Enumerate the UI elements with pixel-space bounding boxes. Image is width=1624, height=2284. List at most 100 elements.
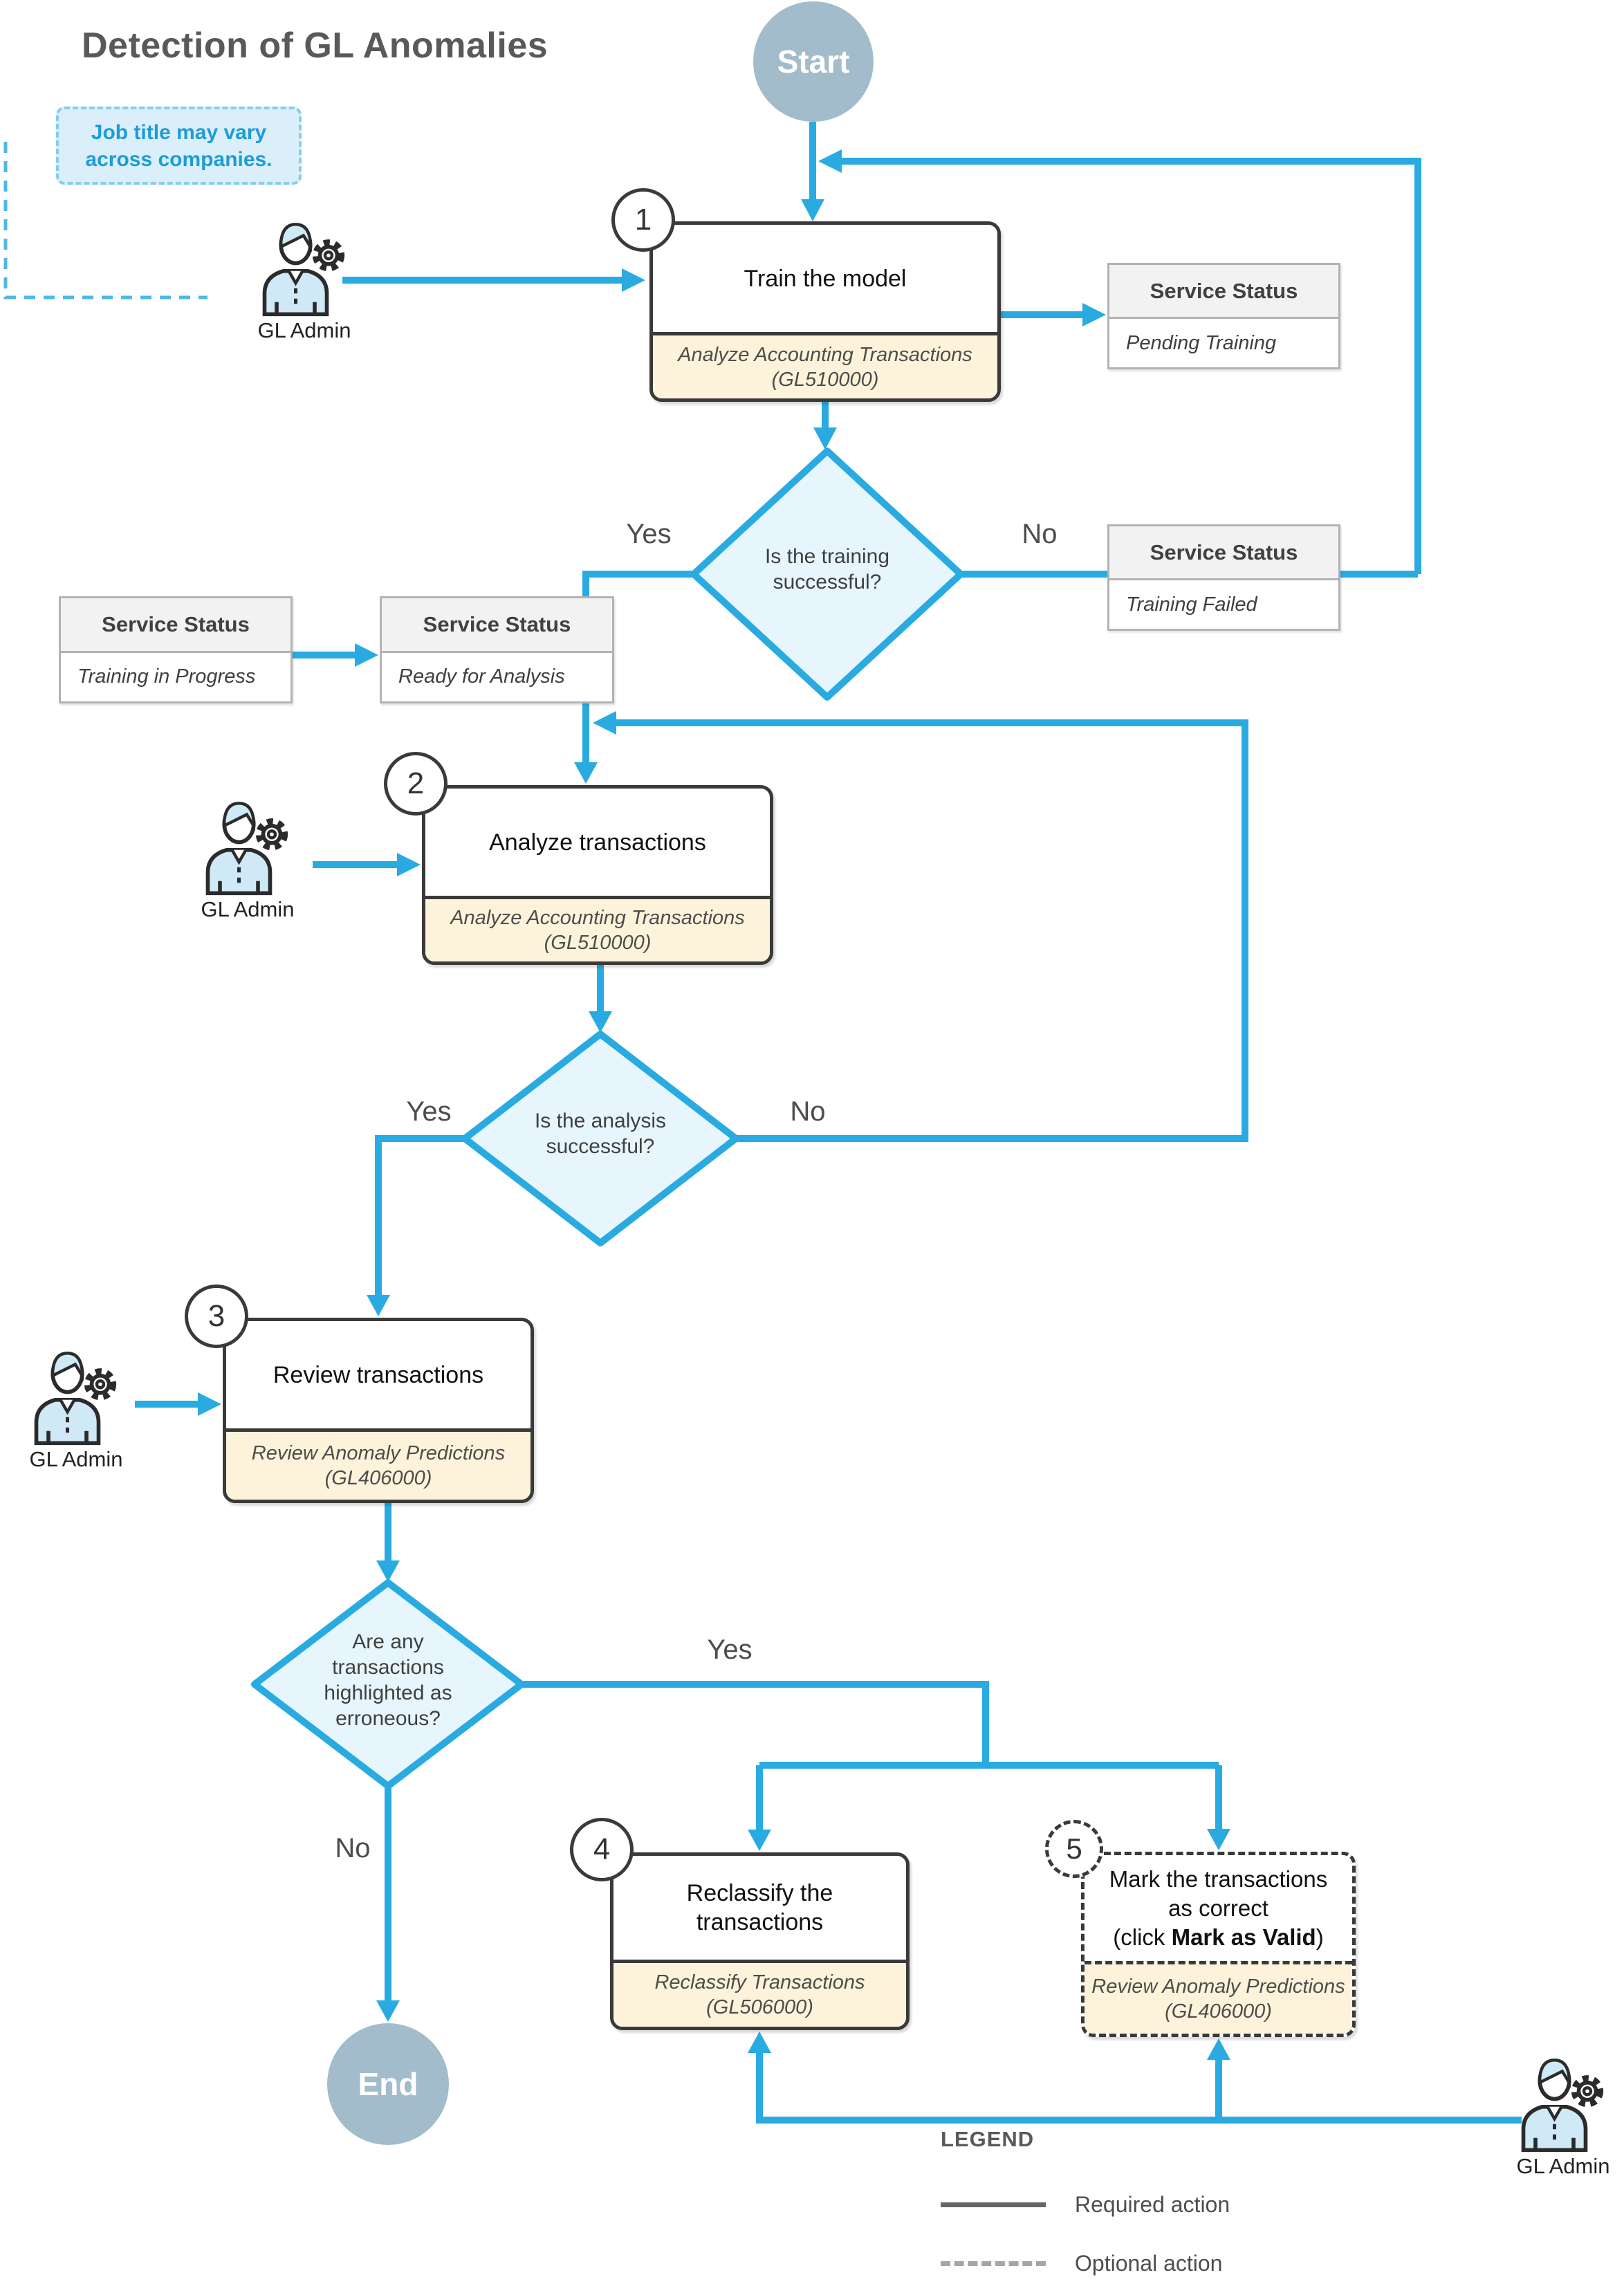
legend-title: LEGEND	[941, 2127, 1035, 2151]
actor-gl-admin-4: GL Admin	[1497, 2056, 1624, 2179]
note-leader-dashed-line	[3, 142, 207, 300]
service-status-value: Ready for Analysis	[398, 665, 565, 688]
step5-mark-valid-box: Mark the transactions as correct (click …	[1081, 1852, 1356, 2037]
step5-title-line1: Mark the transactions as correct	[1109, 1866, 1328, 1921]
arrowhead-admin2	[397, 853, 421, 876]
step4-sub-line1: Reclassify Transactions	[654, 1971, 865, 1993]
connector-decision3-yes-split	[522, 1681, 1222, 1832]
person-icon	[34, 1352, 101, 1446]
step1-number-badge: 1	[611, 188, 675, 252]
step3-sub-line2: (GL406000)	[324, 1467, 432, 1489]
step1-train-model-box: Train the model Analyze Accounting Trans…	[649, 221, 1001, 402]
service-status-pending-training: Service Status Pending Training	[1107, 263, 1340, 369]
actor-label: GL Admin	[29, 1447, 123, 1471]
decision1-question: Is the training successful?	[717, 544, 938, 595]
arrowhead-into-end	[376, 2000, 400, 2022]
step2-number: 2	[407, 766, 425, 800]
step5-sub-line1: Review Anomaly Predictions	[1091, 1976, 1345, 1998]
service-status-header: Service Status	[61, 598, 290, 653]
optional-action-label: Optional action	[1075, 2251, 1223, 2276]
actor-gl-admin-1: GL Admin	[239, 220, 370, 343]
step3-review-box: Review transactions Review Anomaly Predi…	[223, 1318, 534, 1503]
person-icon	[1521, 2059, 1588, 2153]
gear-icon	[255, 818, 288, 851]
step3-transaction-ref: Review Anomaly Predictions (GL406000)	[226, 1428, 530, 1500]
arrowhead-admin3	[198, 1392, 221, 1416]
optional-action-line-sample	[941, 2261, 1046, 2266]
end-node: End	[327, 2023, 449, 2145]
decision3-yes-label: Yes	[707, 1634, 753, 1665]
required-action-label: Required action	[1075, 2192, 1230, 2217]
step5-title-line2: (click Mark as Valid)	[1113, 1924, 1324, 1950]
step2-sub-line1: Analyze Accounting Transactions	[450, 907, 745, 929]
step4-reclassify-box: Reclassify the transactions Reclassify T…	[610, 1852, 910, 2030]
actor-label: GL Admin	[257, 318, 351, 342]
step3-number-badge: 3	[185, 1284, 248, 1348]
step1-title: Train the model	[744, 265, 907, 292]
service-status-ready-for-analysis: Service Status Ready for Analysis	[380, 596, 614, 703]
legend-optional-row: Optional action	[941, 2251, 1328, 2276]
decision3-diamond	[251, 1579, 525, 1789]
decision2-diamond	[461, 1031, 739, 1246]
end-label: End	[358, 2066, 418, 2102]
step2-sub-line2: (GL510000)	[544, 932, 652, 954]
start-label: Start	[777, 44, 850, 80]
service-status-header: Service Status	[382, 598, 612, 653]
decision1-line1: Is the training	[764, 545, 890, 568]
actor-label: GL Admin	[1516, 2154, 1610, 2178]
step1-number: 1	[634, 203, 652, 237]
service-status-training-in-progress: Service Status Training in Progress	[59, 596, 293, 703]
start-node: Start	[753, 1, 874, 122]
step5-number: 5	[1066, 1832, 1082, 1865]
step1-transaction-ref: Analyze Accounting Transactions (GL51000…	[653, 332, 997, 398]
gl-admin-icon	[1521, 2059, 1604, 2153]
arrowhead-into-step5-bottom	[1207, 2038, 1230, 2060]
mark-as-valid-emphasis: Mark as Valid	[1171, 1924, 1316, 1950]
service-status-value: Training Failed	[1126, 593, 1257, 616]
arrowhead-into-step2-top	[574, 762, 598, 784]
person-icon	[205, 802, 273, 896]
gear-icon	[312, 239, 345, 272]
step4-number-badge: 4	[570, 1818, 634, 1881]
step4-transaction-ref: Reclassify Transactions (GL506000)	[613, 1960, 906, 2027]
arrowhead-into-step1-top	[801, 199, 824, 221]
step2-transaction-ref: Analyze Accounting Transactions (GL51000…	[425, 896, 770, 961]
decision1-yes-label: Yes	[626, 519, 672, 549]
actor-gl-admin-2: GL Admin	[182, 799, 313, 922]
connector-decision2-no-loop	[613, 719, 1248, 1142]
arrowhead-into-decision2	[589, 1011, 612, 1033]
gear-icon	[1571, 2075, 1604, 2108]
arrowhead-analysis-loop	[593, 711, 616, 735]
page-title: Detection of GL Anomalies	[82, 26, 548, 66]
decision2-yes-label: Yes	[406, 1096, 452, 1127]
decision1-line2: successful?	[773, 571, 882, 593]
step1-sub-line2: (GL510000)	[771, 368, 879, 391]
step4-number: 4	[593, 1832, 611, 1866]
step3-title: Review transactions	[273, 1361, 484, 1388]
step4-title: Reclassify the transactions	[686, 1880, 833, 1935]
service-status-header: Service Status	[1109, 526, 1338, 581]
decision1-diamond	[690, 448, 964, 701]
arrowhead-failed-loop	[818, 149, 842, 173]
decision2-line2: successful?	[546, 1135, 655, 1158]
note-line-1: Job title may vary	[91, 120, 267, 144]
service-status-training-failed: Service Status Training Failed	[1107, 524, 1340, 631]
actor-gl-admin-3: GL Admin	[10, 1349, 142, 1472]
step4-sub-line2: (GL506000)	[706, 1996, 813, 2018]
arrowhead-into-step4-top	[748, 1830, 771, 1851]
connector-training-failed-loop	[839, 158, 1421, 574]
step2-analyze-box: Analyze transactions Analyze Accounting …	[422, 785, 773, 965]
person-icon	[262, 223, 329, 317]
connector-admin4-feedback	[756, 2050, 1522, 2124]
step3-number: 3	[207, 1299, 225, 1333]
step3-sub-line1: Review Anomaly Predictions	[251, 1442, 506, 1464]
decision3-line1: Are any	[352, 1630, 424, 1653]
required-action-line-sample	[941, 2202, 1046, 2207]
step5-sub-line2: (GL406000)	[1165, 2000, 1272, 2023]
note-line-2: across companies.	[85, 147, 273, 171]
gl-admin-icon	[205, 802, 288, 896]
decision2-question: Is the analysis successful?	[490, 1108, 711, 1159]
decision1-no-label: No	[1022, 519, 1058, 549]
legend: LEGEND Required action Optional action	[941, 2127, 1328, 2284]
